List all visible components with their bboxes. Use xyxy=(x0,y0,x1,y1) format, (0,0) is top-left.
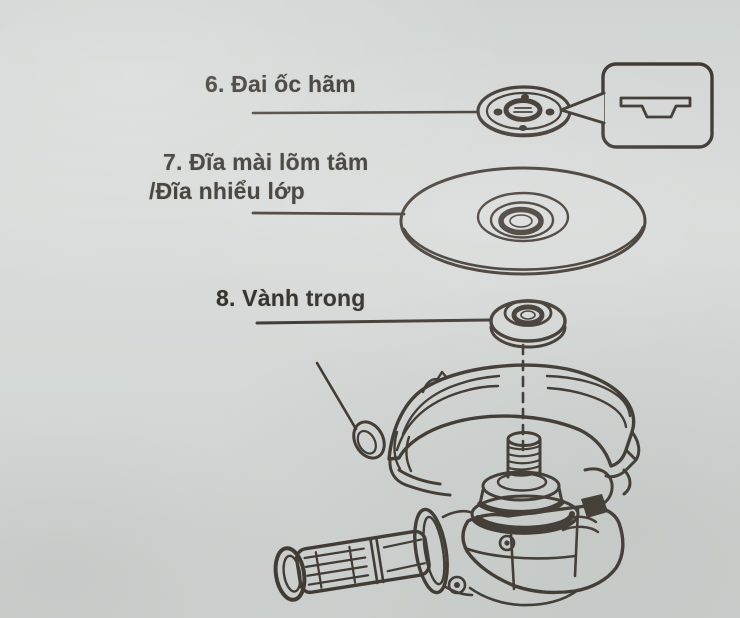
lock-nut-top-view-icon xyxy=(476,85,572,138)
label-part7-line2: /Đĩa nhiểu lớp xyxy=(149,178,305,204)
motor-housing xyxy=(461,504,625,607)
label-part6: 6. Đai ốc hãm xyxy=(205,71,356,97)
gear-head xyxy=(470,470,580,535)
pointer-line xyxy=(315,361,358,431)
lock-nut-cross-section-icon xyxy=(619,96,692,119)
leader-lines xyxy=(251,110,491,325)
angle-grinder-icon xyxy=(273,343,641,607)
wheel-guard xyxy=(387,363,641,497)
guard-clamp-knob xyxy=(352,420,386,460)
side-handle xyxy=(273,507,474,602)
spindle xyxy=(506,431,542,479)
grinding-disc-icon xyxy=(399,166,647,276)
speech-bubble-callout xyxy=(559,62,714,149)
label-part7-line1: 7. Đĩa mài lõm tâm xyxy=(163,149,369,175)
inner-flange-icon xyxy=(489,299,567,349)
label-part8: 8. Vành trong xyxy=(216,285,366,311)
